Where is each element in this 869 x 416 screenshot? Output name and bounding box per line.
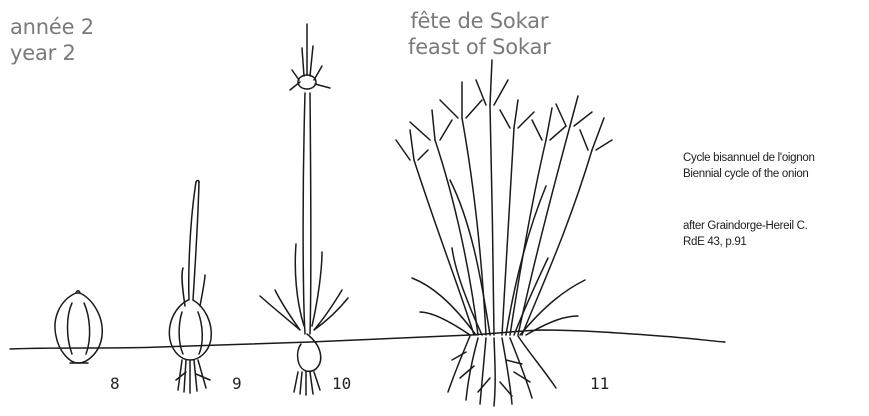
stage-number-8: 8 — [110, 374, 120, 393]
stage-9-sprouting-bulb — [169, 181, 211, 394]
stage-10-flower-stalk — [260, 24, 348, 395]
stage-8-bulb — [55, 291, 102, 363]
ground-line — [10, 330, 725, 349]
stage-number-11: 11 — [590, 374, 609, 393]
stage-number-10: 10 — [332, 374, 351, 393]
stage-number-9: 9 — [232, 374, 242, 393]
stage-11-flowering-clump — [396, 60, 612, 406]
